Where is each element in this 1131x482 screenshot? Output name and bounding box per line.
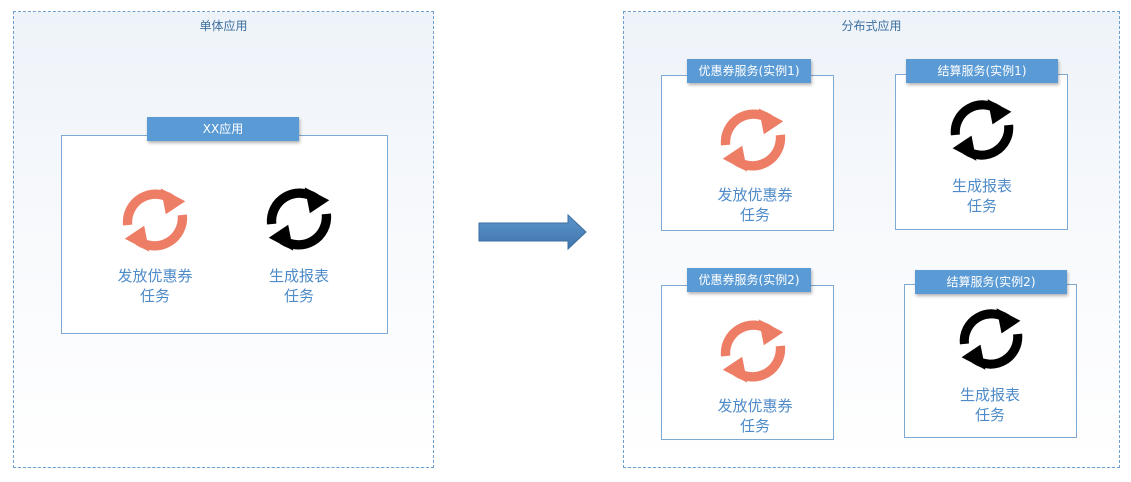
service-tag: 结算服务(实例2)	[915, 270, 1067, 294]
refresh-orange-icon	[707, 100, 799, 180]
service-tag: 结算服务(实例1)	[906, 59, 1058, 83]
task-label: 发放优惠券 任务	[685, 396, 825, 436]
distributed-title: 分布式应用	[841, 19, 902, 33]
task-label-line1: 生成报表	[268, 267, 329, 285]
refresh-black-icon	[255, 179, 343, 259]
service-tag: 优惠券服务(实例2)	[687, 268, 811, 292]
task-label-line1: 发放优惠券	[717, 397, 793, 415]
task-label-line1: 发放优惠券	[117, 267, 193, 285]
task-label-line2: 任务	[966, 197, 997, 215]
task-label-line1: 发放优惠券	[717, 186, 793, 204]
task-label: 生成报表 任务	[912, 176, 1052, 216]
transition-arrow	[478, 214, 587, 250]
refresh-black-icon	[946, 300, 1036, 378]
task-label: 发放优惠券 任务	[85, 266, 225, 306]
task-label-line2: 任务	[139, 287, 170, 305]
refresh-orange-icon	[109, 181, 201, 259]
task-label-line2: 任务	[283, 287, 314, 305]
monolith-title: 单体应用	[199, 19, 248, 33]
task-label: 发放优惠券 任务	[685, 185, 825, 225]
monolith-app-tag: XX应用	[147, 117, 299, 141]
refresh-black-icon	[937, 92, 1027, 168]
task-label: 生成报表 任务	[229, 266, 369, 306]
service-tag: 优惠券服务(实例1)	[687, 59, 811, 83]
task-label-line2: 任务	[739, 417, 770, 435]
refresh-orange-icon	[707, 310, 799, 392]
task-label: 生成报表 任务	[920, 385, 1060, 425]
task-label-line2: 任务	[974, 406, 1005, 424]
task-label-line1: 生成报表	[959, 386, 1020, 404]
task-label-line1: 生成报表	[951, 177, 1012, 195]
task-label-line2: 任务	[739, 206, 770, 224]
